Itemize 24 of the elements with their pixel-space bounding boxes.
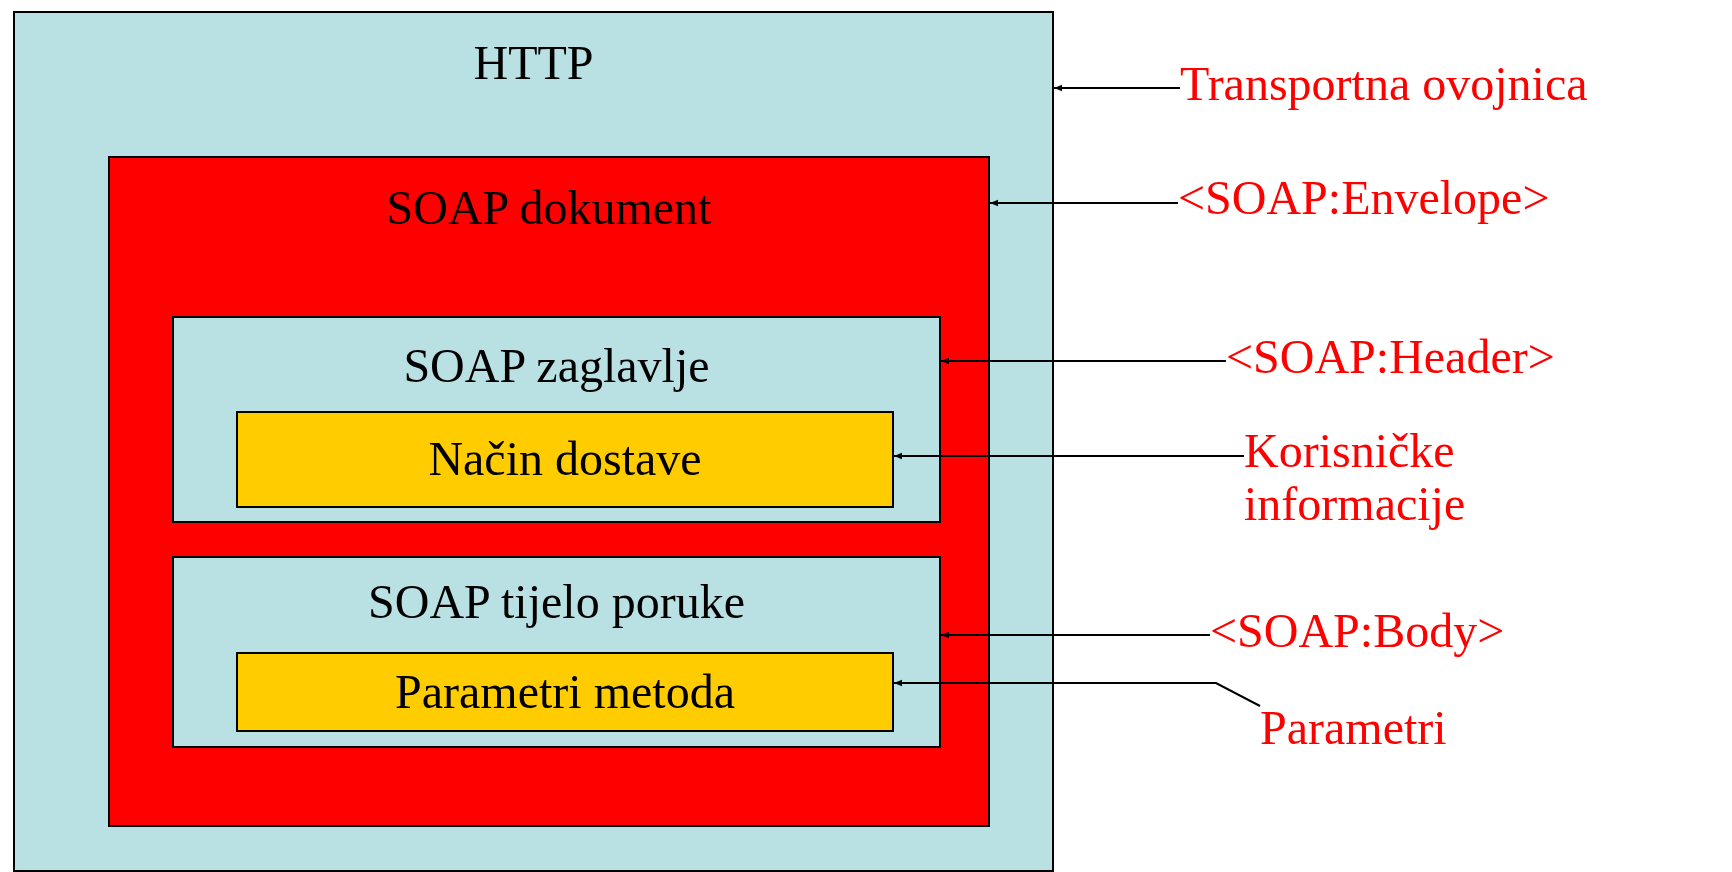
annotation-label: Korisničke informacije — [1244, 425, 1467, 531]
annotation-label: <SOAP:Body> — [1210, 605, 1506, 658]
arrow — [989, 199, 1179, 207]
arrow — [940, 357, 1227, 365]
container-box — [108, 156, 990, 827]
section-box — [172, 316, 941, 523]
annotation-label: Parametri — [1260, 702, 1448, 755]
section-box — [172, 556, 941, 748]
content-box — [236, 411, 894, 508]
box-title: HTTP — [473, 37, 594, 90]
box-title: SOAP dokument — [386, 182, 712, 235]
arrow — [893, 679, 1261, 707]
annotation-label: Transportna ovojnica — [1180, 58, 1589, 111]
arrow — [940, 631, 1211, 639]
arrow — [893, 452, 1245, 460]
box-title: SOAP zaglavlje — [403, 340, 710, 393]
arrow — [1053, 84, 1181, 92]
box-title: Parametri metoda — [395, 665, 735, 719]
box-title: SOAP tijelo poruke — [368, 576, 745, 629]
outer-container-box — [13, 11, 1054, 872]
box-title: Način dostave — [428, 433, 702, 486]
annotation-label: <SOAP:Header> — [1226, 331, 1556, 384]
annotation-label: <SOAP:Envelope> — [1178, 172, 1551, 225]
content-box — [236, 652, 894, 732]
